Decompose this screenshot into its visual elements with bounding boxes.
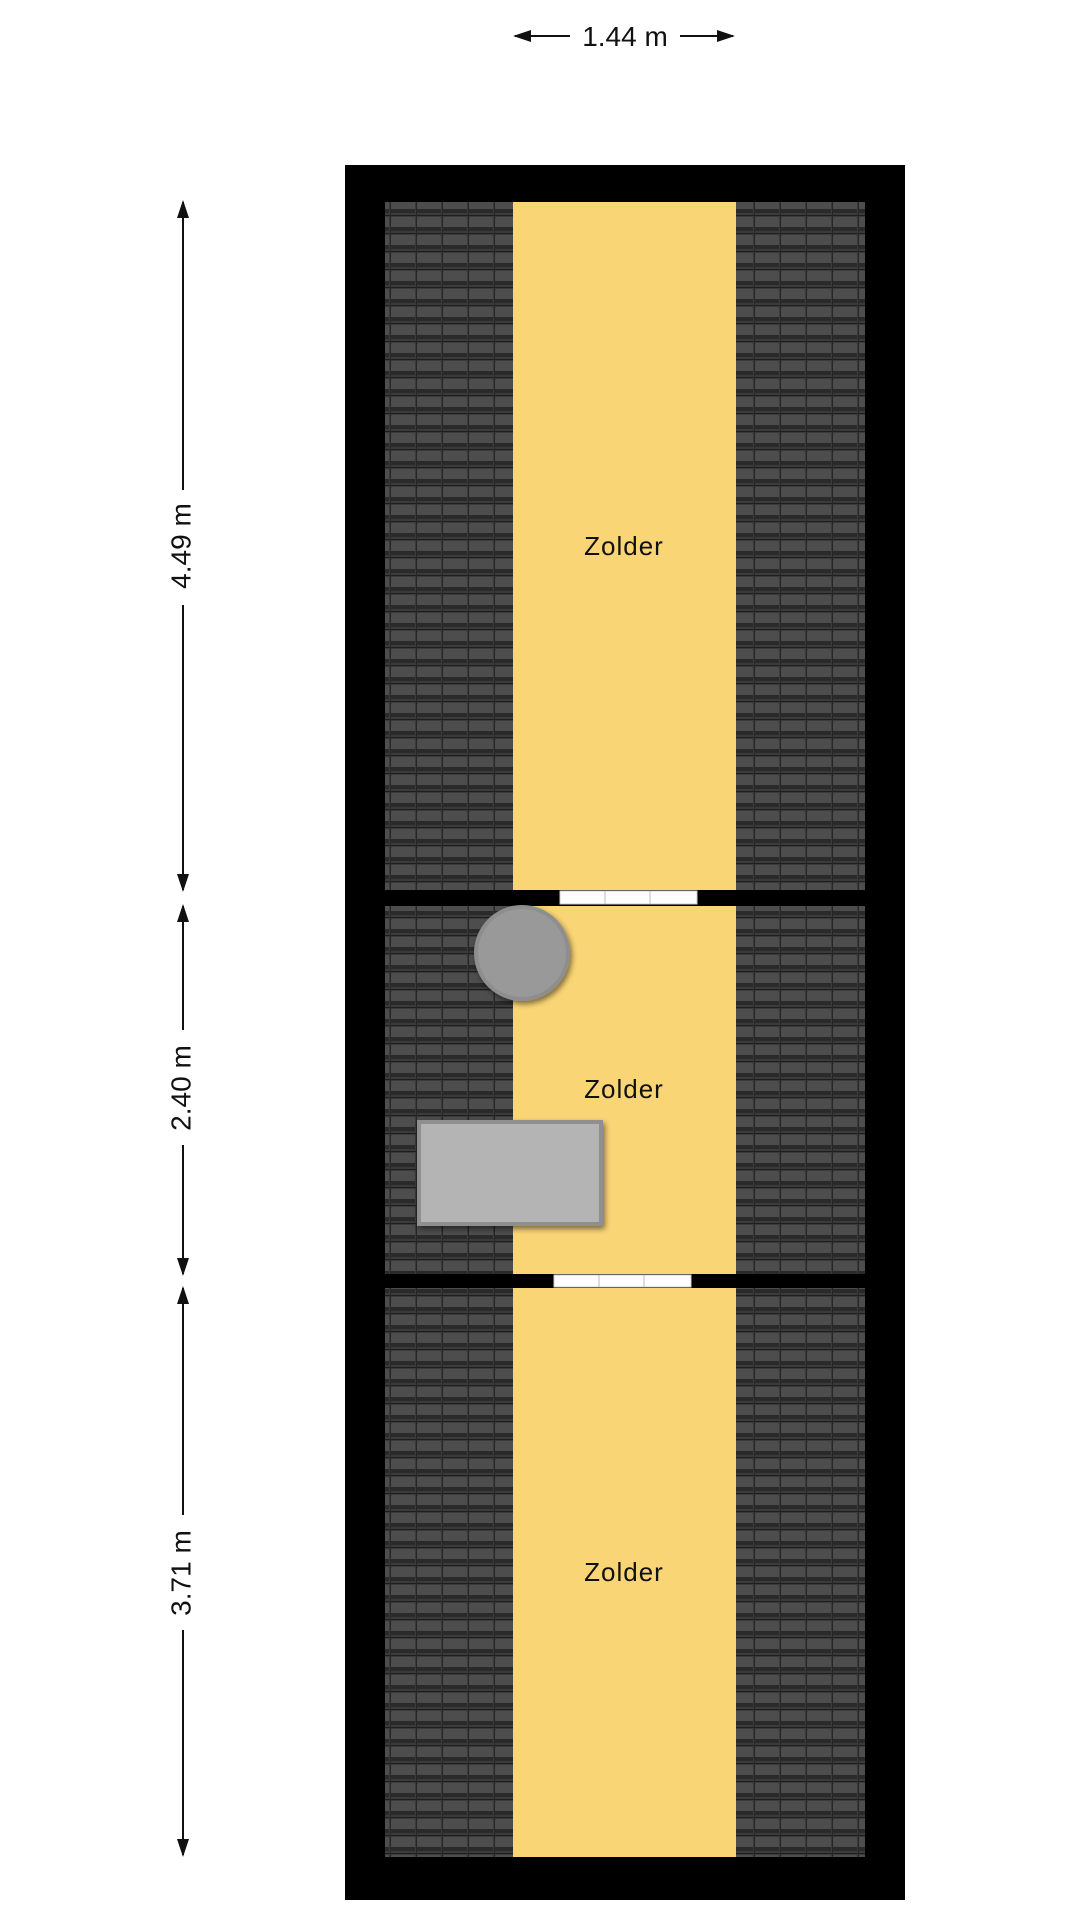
stair-hatch	[417, 1120, 603, 1226]
room-zolder-upper	[513, 202, 736, 890]
dimension-label-width: 1.44 m	[582, 21, 668, 52]
room-label: Zolder	[584, 531, 664, 561]
door-opening-lower	[553, 1274, 692, 1288]
room-zolder-lower	[513, 1288, 736, 1857]
dimension-label-lower: 3.71 m	[165, 1530, 196, 1616]
dimension-left-middle	[177, 904, 189, 1276]
room-label: Zolder	[584, 1074, 664, 1104]
dimension-label-upper: 4.49 m	[165, 503, 196, 589]
dimension-left-lower	[177, 1286, 189, 1857]
dimension-top	[513, 30, 735, 42]
round-fixture	[474, 905, 570, 1001]
room-label: Zolder	[584, 1557, 664, 1587]
dimension-left-upper	[177, 200, 189, 892]
dimension-label-middle: 2.40 m	[165, 1045, 196, 1131]
door-opening-upper	[559, 890, 698, 905]
